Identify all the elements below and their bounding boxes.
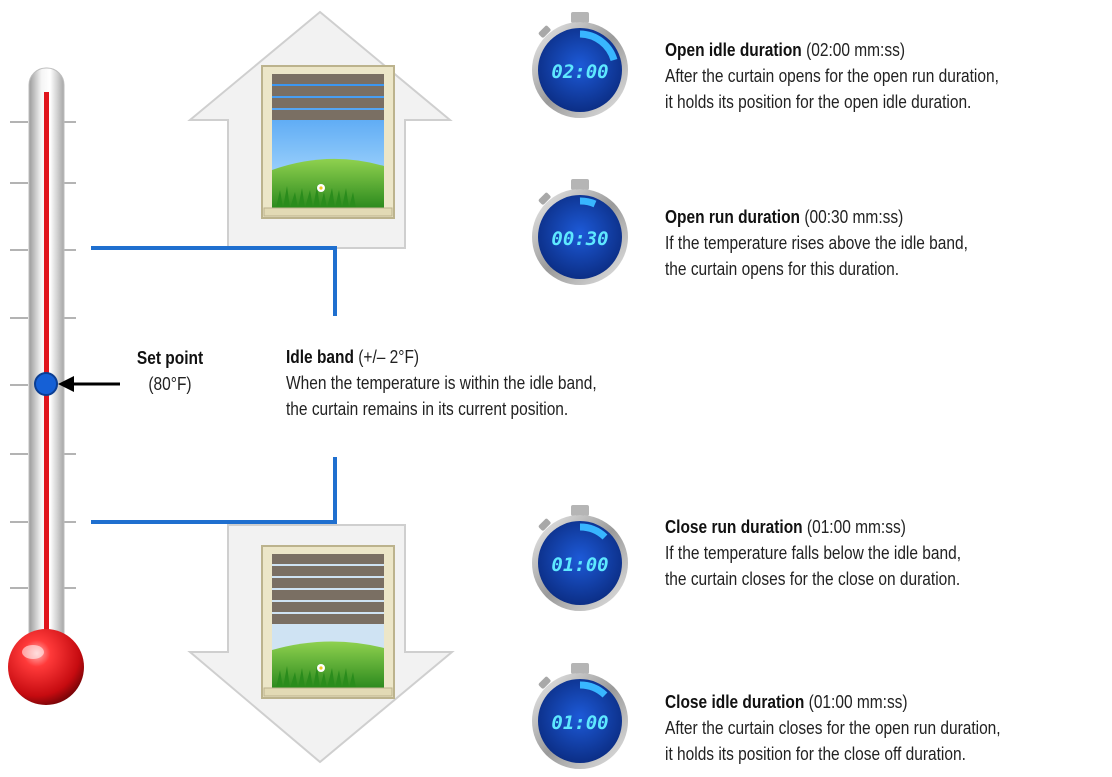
timer-line1: After the curtain closes for the open ru… bbox=[665, 718, 1001, 738]
idle-band-value: (+/– 2°F) bbox=[358, 347, 420, 367]
timer-readout: 00:30 bbox=[551, 228, 608, 250]
timer-line2: the curtain opens for this duration. bbox=[665, 259, 900, 279]
stopwatch-icon-open-run: 00:30 bbox=[532, 179, 628, 285]
stopwatch-icon-open-idle: 02:00 bbox=[532, 12, 628, 118]
timer-line1: If the temperature rises above the idle … bbox=[665, 233, 968, 253]
closed-window-icon bbox=[261, 545, 395, 699]
timer-line1: If the temperature falls below the idle … bbox=[665, 543, 962, 563]
timer-title: Close idle duration bbox=[665, 692, 805, 712]
idle-band-line2: the curtain remains in its current posit… bbox=[286, 399, 569, 419]
timer-line2: it holds its position for the close off … bbox=[665, 744, 966, 764]
thermometer bbox=[8, 67, 84, 705]
timer-value: (01:00 mm:ss) bbox=[808, 692, 908, 712]
timer-title: Close run duration bbox=[665, 517, 803, 537]
timer-value: (00:30 mm:ss) bbox=[804, 207, 904, 227]
set-point-marker bbox=[34, 372, 120, 396]
timer-title: Open run duration bbox=[665, 207, 801, 227]
idle-band-lines bbox=[91, 246, 337, 524]
set-point-label: Set point (80°F) bbox=[134, 345, 206, 397]
thermometer-bulb bbox=[8, 629, 84, 705]
open-window-icon bbox=[261, 65, 395, 219]
close-idle-description: Close idle duration (01:00 mm:ss) After … bbox=[665, 689, 1001, 767]
stopwatch-icon-close-idle: 01:00 bbox=[532, 663, 628, 769]
timer-readout: 02:00 bbox=[551, 61, 608, 83]
timer-line2: it holds its position for the open idle … bbox=[665, 92, 972, 112]
close-run-description: Close run duration (01:00 mm:ss) If the … bbox=[665, 514, 961, 592]
set-point-value: (80°F) bbox=[148, 374, 192, 394]
timer-value: (01:00 mm:ss) bbox=[806, 517, 906, 537]
stopwatch-icon-close-run: 01:00 bbox=[532, 505, 628, 611]
timer-readout: 01:00 bbox=[551, 554, 608, 576]
timer-readout: 01:00 bbox=[551, 712, 608, 734]
open-idle-description: Open idle duration (02:00 mm:ss) After t… bbox=[665, 37, 999, 115]
idle-band-description: Idle band (+/– 2°F) When the temperature… bbox=[286, 344, 597, 422]
idle-band-title: Idle band bbox=[286, 347, 354, 367]
timer-line1: After the curtain opens for the open run… bbox=[665, 66, 999, 86]
set-point-title: Set point bbox=[136, 348, 204, 368]
mercury-column bbox=[44, 92, 49, 652]
timer-line2: the curtain closes for the close on dura… bbox=[665, 569, 961, 589]
timer-value: (02:00 mm:ss) bbox=[806, 40, 905, 60]
timer-title: Open idle duration bbox=[665, 40, 802, 60]
idle-band-line1: When the temperature is within the idle … bbox=[286, 373, 597, 393]
open-run-description: Open run duration (00:30 mm:ss) If the t… bbox=[665, 204, 968, 282]
